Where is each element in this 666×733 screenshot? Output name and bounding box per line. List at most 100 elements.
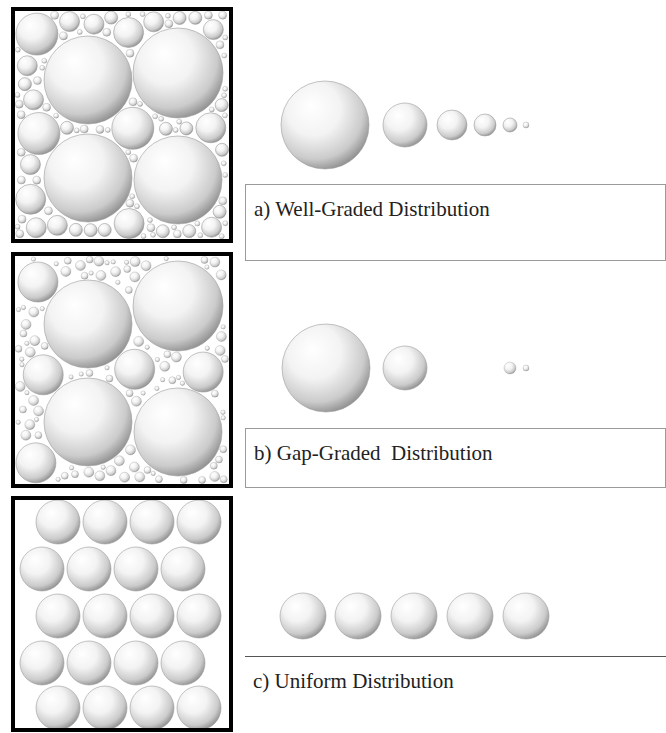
particle-sphere — [383, 103, 427, 147]
particle-sphere — [75, 261, 85, 271]
particle-sphere — [54, 262, 58, 266]
particle-sphere — [129, 98, 137, 106]
particle-sphere — [43, 103, 51, 111]
particle-sphere — [54, 113, 59, 118]
particle-sphere — [211, 390, 218, 397]
particle-sphere — [15, 47, 20, 52]
particle-sphere — [172, 225, 177, 230]
particle-sphere — [15, 224, 20, 229]
particle-sphere — [40, 306, 44, 310]
particle-sphere — [216, 143, 229, 156]
particle-sphere — [114, 18, 144, 48]
particle-sphere — [219, 11, 227, 19]
particle-sphere — [126, 390, 133, 397]
particle-sphere — [219, 197, 227, 205]
particle-sphere — [16, 307, 20, 311]
distribution-label: b) Gap-Graded Distribution — [254, 441, 657, 466]
particle-sphere — [176, 375, 180, 379]
particle-sphere — [130, 257, 140, 267]
particle-sphere — [474, 114, 496, 136]
particle-sphere — [134, 204, 139, 209]
particle-sphere — [138, 101, 143, 106]
particle-sphere — [36, 500, 80, 544]
distribution-label-box: b) Gap-Graded Distribution — [245, 428, 666, 488]
particle-sphere — [98, 223, 111, 236]
particle-sphere — [61, 472, 68, 479]
particle-sphere — [71, 471, 78, 478]
panel-frame — [13, 498, 231, 730]
particle-sphere — [159, 122, 172, 135]
particle-sphere — [26, 218, 46, 238]
particle-sphere — [36, 686, 80, 730]
particle-sphere — [165, 13, 170, 18]
particle-sphere — [124, 260, 128, 264]
particle-sphere — [84, 14, 104, 34]
particle-sphere — [282, 324, 370, 412]
particle-sphere — [34, 417, 38, 421]
particle-sphere — [86, 370, 93, 377]
particle-sphere — [56, 477, 60, 481]
particle-sphere — [125, 287, 132, 294]
particle-sphere — [196, 113, 226, 143]
particle-sphere — [16, 230, 24, 238]
particle-sphere — [213, 205, 226, 218]
particle-sphere — [18, 78, 31, 91]
particle-sphere — [130, 594, 174, 638]
particle-sphere — [60, 12, 80, 32]
particle-sphere — [165, 20, 173, 28]
particle-sphere — [101, 465, 105, 469]
particle-sphere — [383, 346, 427, 390]
particle-sphere — [114, 641, 158, 685]
particle-sphere — [503, 593, 549, 639]
particle-sphere — [20, 547, 64, 591]
particle-sphere — [177, 594, 221, 638]
particle-sphere — [111, 260, 115, 264]
particle-sphere — [126, 150, 131, 155]
particle-sphere — [130, 194, 135, 199]
particle-sphere — [81, 272, 88, 279]
particle-sphere — [335, 593, 381, 639]
particle-sphere — [171, 352, 181, 362]
particle-sphere — [216, 332, 226, 342]
particle-sphere — [199, 476, 206, 483]
particle-sphere — [133, 28, 223, 118]
particle-sphere — [164, 256, 168, 260]
particle-sphere — [221, 410, 225, 414]
particle-sphere — [126, 49, 134, 57]
particle-sphere — [15, 100, 23, 108]
particle-sphere — [16, 184, 46, 214]
particle-sphere — [105, 366, 109, 370]
particle-sphere — [83, 686, 127, 730]
particle-sphere — [223, 221, 228, 226]
particle-sphere — [173, 127, 178, 132]
particle-sphere — [44, 280, 132, 368]
particle-sphere — [223, 86, 228, 91]
particle-sphere — [105, 261, 109, 265]
particle-sphere — [96, 271, 106, 281]
particle-sphere — [223, 172, 228, 177]
particle-sphere — [180, 476, 187, 483]
particle-sphere — [161, 547, 205, 591]
particle-sphere — [173, 11, 186, 24]
particle-sphere — [198, 233, 203, 238]
particle-sphere — [42, 58, 47, 63]
particle-sphere — [161, 641, 205, 685]
particle-sphere — [69, 223, 82, 236]
particle-sphere — [160, 377, 164, 381]
particle-sphere — [447, 593, 493, 639]
particle-sphere — [183, 352, 223, 392]
particle-sphere — [133, 261, 223, 351]
particle-sphere — [221, 356, 228, 363]
particle-sphere — [16, 13, 58, 55]
particle-sphere — [130, 686, 174, 730]
particle-sphere — [141, 234, 146, 239]
particle-sphere — [145, 345, 149, 349]
particle-sphere — [74, 128, 79, 133]
particle-sphere — [41, 342, 48, 349]
particle-sphere — [106, 375, 113, 382]
particle-sphere — [180, 381, 184, 385]
particle-sphere — [21, 430, 31, 440]
particle-sphere — [29, 396, 39, 406]
particle-sphere — [59, 32, 67, 40]
particle-sphere — [21, 305, 25, 309]
